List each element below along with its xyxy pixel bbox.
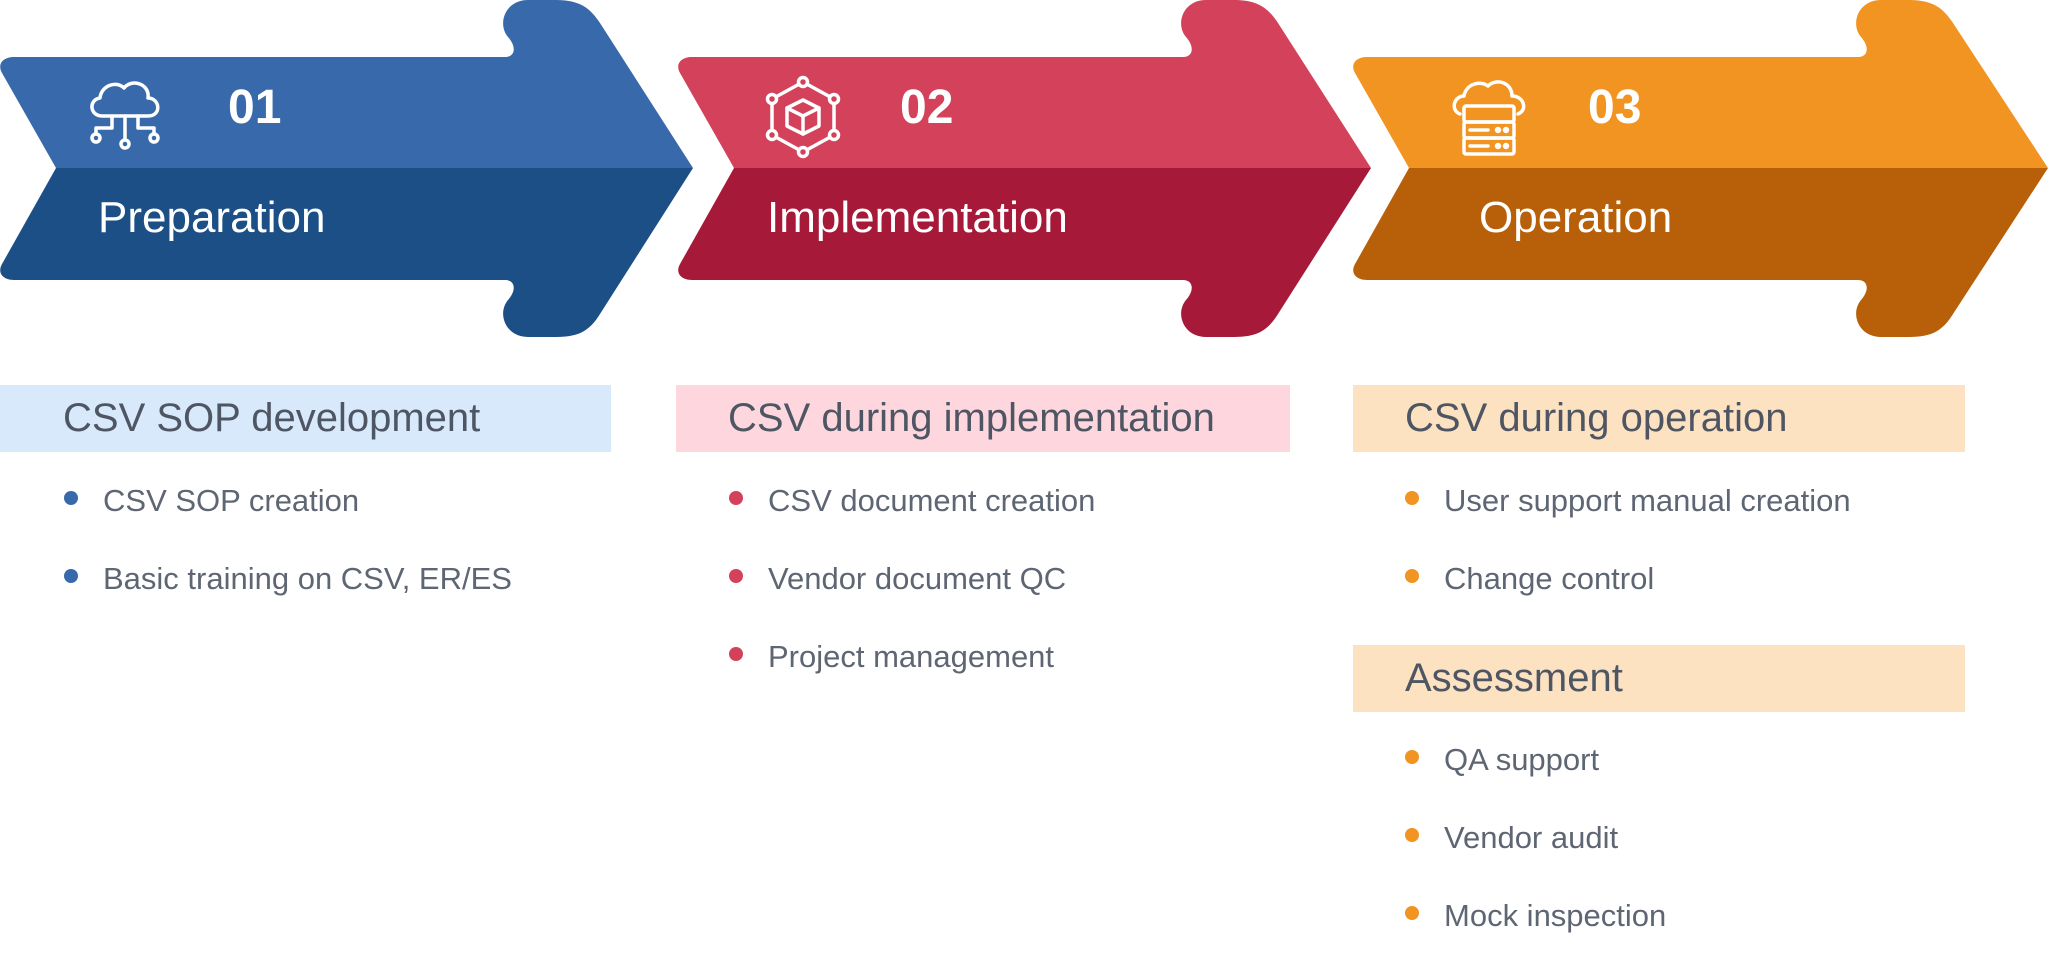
list-item: Vendor document QC [729,563,1095,641]
list-item: Project management [729,641,1095,719]
arrow-operation-bottom [1353,168,2048,337]
list-item-text: Project management [768,639,1055,674]
arrow-implementation [678,0,1371,337]
cloud-server-icon [1452,80,1526,156]
list-item-text: QA support [1444,742,1600,777]
bullet-dot [1405,569,1419,583]
list-item: Vendor audit [1405,822,1666,900]
stage-title-implementation: Implementation [767,193,1068,242]
bullet-dot [729,647,743,661]
arrow-preparation-bottom [0,168,693,337]
arrow-implementation-top [678,0,1371,168]
arrow-preparation-top [0,0,693,168]
arrow-operation-top [1353,0,2048,168]
process-arrows [0,0,2048,337]
bullet-dot [64,491,78,505]
stage-number-implementation: 02 [900,81,954,134]
arrow-preparation [0,0,693,337]
section-header-preparation: CSV SOP development [0,385,611,452]
bullet-list-assessment: QA support Vendor audit Mock inspection [1405,744,1666,978]
bullet-dot [729,491,743,505]
stage-title-operation: Operation [1479,193,1673,242]
arrow-operation [1353,0,2048,337]
list-item-text: CSV SOP creation [103,483,360,518]
bullet-list-preparation: CSV SOP creation Basic training on CSV, … [64,485,512,641]
stage-number-preparation: 01 [228,81,282,134]
stage-title-preparation: Preparation [98,193,326,242]
list-item: Mock inspection [1405,900,1666,978]
list-item-text: Change control [1444,561,1655,596]
section-header-assessment: Assessment [1353,645,1965,712]
list-item-text: Basic training on CSV, ER/ES [103,561,512,596]
list-item: CSV SOP creation [64,485,512,563]
cube-network-icon [765,75,841,159]
section-header-implementation: CSV during implementation [676,385,1290,452]
list-item: CSV document creation [729,485,1095,563]
arrow-implementation-bottom [678,168,1371,337]
cloud-network-icon [90,81,160,150]
list-item-text: Vendor document QC [768,561,1067,596]
bullet-list-implementation: CSV document creation Vendor document QC… [729,485,1095,719]
stage-number-operation: 03 [1588,81,1642,134]
list-item-text: User support manual creation [1444,483,1851,518]
section-header-operation: CSV during operation [1353,385,1965,452]
bullet-dot [729,569,743,583]
list-item: QA support [1405,744,1666,822]
list-item-text: CSV document creation [768,483,1096,518]
list-item: Change control [1405,563,1851,641]
list-item-text: Vendor audit [1444,820,1619,855]
bullet-list-operation: User support manual creation Change cont… [1405,485,1851,641]
list-item-text: Mock inspection [1444,898,1667,933]
list-item: Basic training on CSV, ER/ES [64,563,512,641]
bullet-dot [1405,828,1419,842]
list-item: User support manual creation [1405,485,1851,563]
bullet-dot [1405,906,1419,920]
bullet-dot [1405,491,1419,505]
bullet-dot [64,569,78,583]
bullet-dot [1405,750,1419,764]
